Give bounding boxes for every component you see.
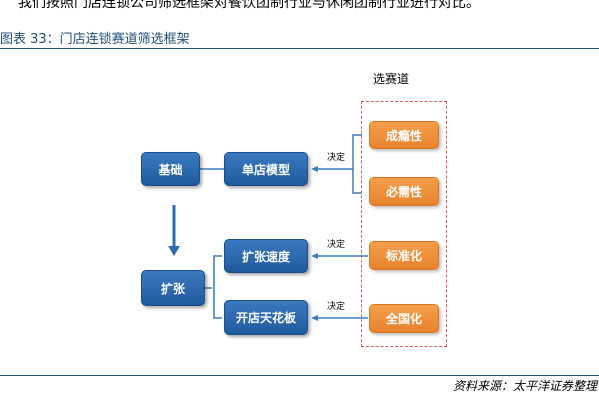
arrowhead-1-icon xyxy=(311,166,318,172)
criterion-addictiveness: 成瘾性 xyxy=(369,121,439,149)
single-store-model-node: 单店模型 xyxy=(224,152,308,186)
decide-label-3: 决定 xyxy=(327,302,346,312)
criterion-necessity: 必需性 xyxy=(369,177,439,206)
title-divider xyxy=(0,48,599,49)
expand-bracket xyxy=(213,255,222,319)
source-note: 资料来源：太平洋证券整理 xyxy=(452,379,597,393)
store-ceiling-node: 开店天花板 xyxy=(224,300,308,335)
source-divider xyxy=(0,375,599,376)
down-arrow-icon xyxy=(168,246,180,256)
criteria-bracket xyxy=(352,134,362,194)
expansion-speed-node: 扩张速度 xyxy=(224,239,308,273)
arrowhead-3-icon xyxy=(311,315,318,321)
basis-node: 基础 xyxy=(141,152,200,186)
track-label: 选赛道 xyxy=(373,72,410,86)
intro-text: 我们按照门店连锁公司筛选框架对餐饮团制行业与休闲团制行业进行对比。 xyxy=(18,0,480,11)
decide-label-1: 决定 xyxy=(327,153,346,163)
expand-node: 扩张 xyxy=(141,270,205,306)
arrowhead-2-icon xyxy=(311,253,318,259)
criterion-nationalization: 全国化 xyxy=(369,304,439,333)
track-selection-frame xyxy=(361,101,447,347)
figure-title: 图表 33：门店连锁赛道筛选框架 xyxy=(0,32,190,47)
decide-label-2: 决定 xyxy=(327,240,346,250)
criterion-standardization: 标准化 xyxy=(369,241,439,270)
